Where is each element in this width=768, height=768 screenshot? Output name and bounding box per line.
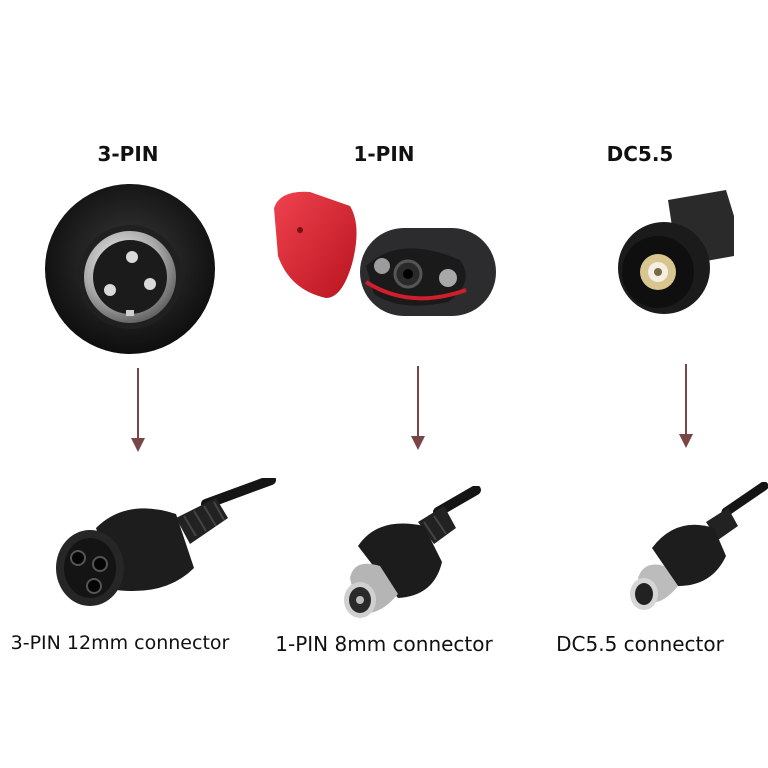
dc-barrel-plug-image — [630, 482, 768, 610]
dc-barrel-socket-image — [618, 190, 734, 314]
down-arrow-icon — [679, 364, 693, 448]
connector-caption: DC5.5 connector — [556, 632, 724, 656]
down-arrow-icon — [411, 366, 425, 450]
connector-title: 3-PIN — [97, 142, 159, 166]
connector-title: DC5.5 — [606, 142, 674, 166]
connector-column-dc55: DC5.5 DC5.5 connector — [512, 0, 768, 768]
round-3-pin-socket-image — [45, 184, 215, 354]
3-pin-plug-image — [56, 478, 276, 606]
red-cap-1-pin-socket-image — [274, 191, 496, 316]
connector-title: 1-PIN — [353, 142, 415, 166]
connector-caption: 3-PIN 12mm connector — [10, 632, 230, 654]
connector-column-3pin: 3-PIN — [0, 0, 276, 768]
connector-column-1pin: 1-PIN 1-PIN 8mm connector — [256, 0, 512, 768]
down-arrow-icon — [131, 368, 145, 452]
1-pin-plug-image — [344, 486, 481, 618]
connector-caption: 1-PIN 8mm connector — [275, 632, 493, 656]
